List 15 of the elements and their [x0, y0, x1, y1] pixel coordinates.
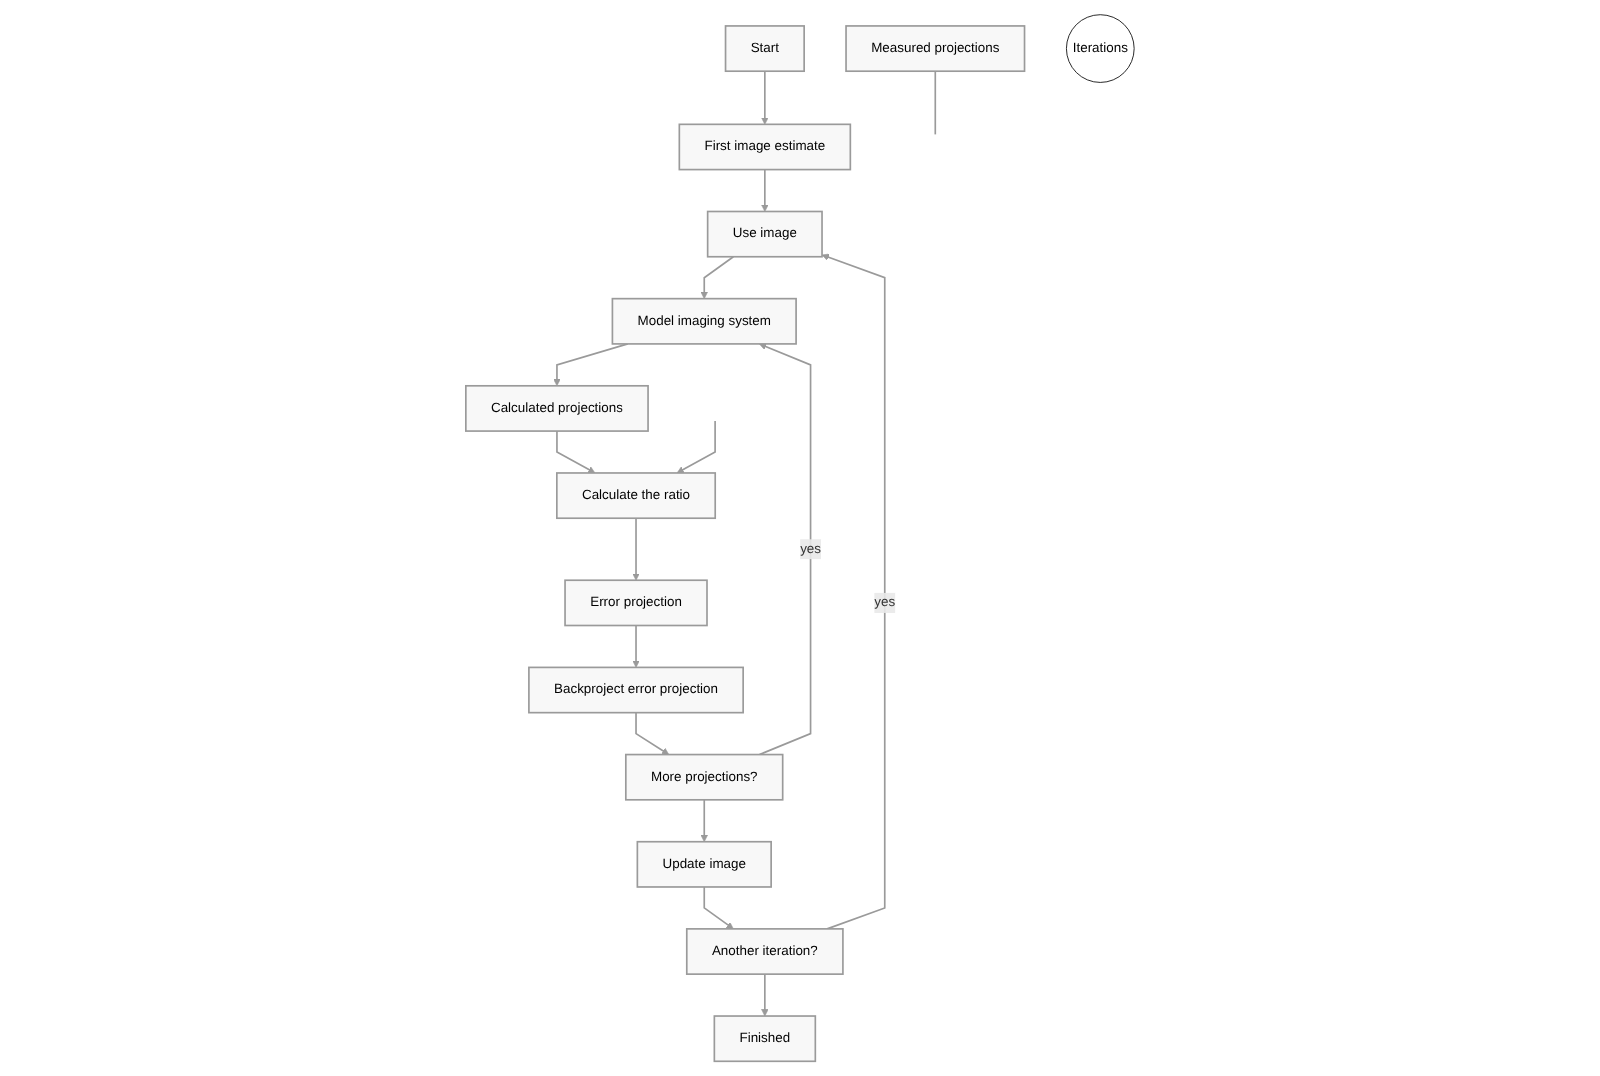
arrow	[635, 711, 670, 755]
arrow	[703, 886, 734, 930]
arrow	[700, 799, 708, 843]
arrow	[632, 517, 640, 581]
arrow	[761, 168, 769, 212]
arrow	[761, 70, 769, 125]
arrow	[632, 624, 640, 668]
arrow	[700, 255, 735, 299]
arrow	[758, 343, 812, 756]
arrow	[553, 343, 629, 387]
arrow	[676, 420, 716, 474]
connector	[934, 70, 937, 136]
arrow	[761, 973, 769, 1017]
arrow	[821, 253, 886, 930]
arrow	[556, 430, 596, 474]
